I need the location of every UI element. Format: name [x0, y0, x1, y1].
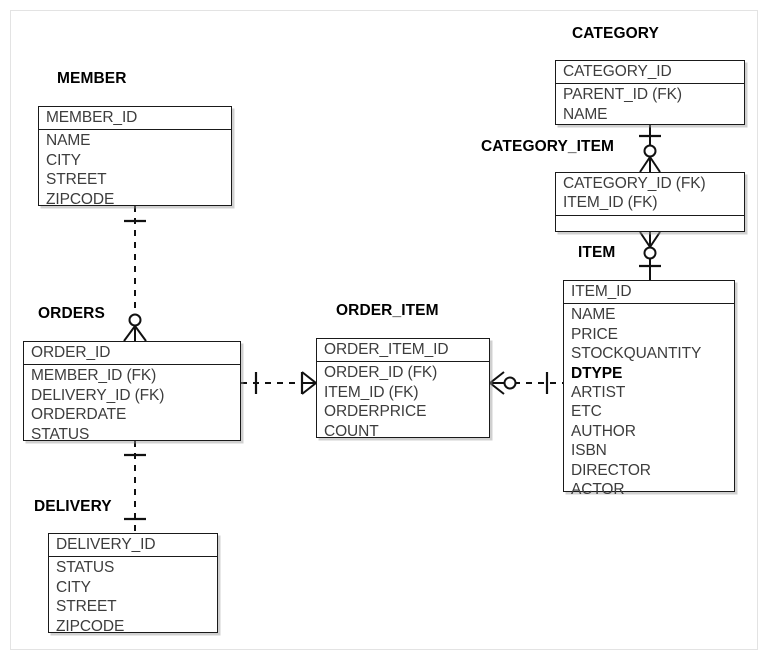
attribute: NAME	[46, 132, 91, 150]
attribute: ITEM_ID (FK)	[324, 383, 419, 401]
attribute: ARTIST	[571, 384, 626, 402]
entity-delivery[interactable]: DELIVERY_ID STATUS CITY STREET ZIPCODE	[48, 533, 218, 635]
attribute-section: NAME PRICE STOCKQUANTITY DTYPE ARTIST ET…	[564, 304, 734, 502]
pk-section: DELIVERY_ID	[49, 534, 217, 558]
pk-section: MEMBER_ID	[39, 107, 231, 131]
attribute-section-empty	[556, 216, 744, 237]
attribute: STREET	[46, 171, 107, 189]
pk-section: ITEM_ID	[564, 281, 734, 305]
connector-orders-delivery	[124, 441, 146, 533]
crowsfoot-many	[489, 371, 505, 395]
attribute: STATUS	[31, 425, 90, 443]
attribute: ORDER_ID (FK)	[324, 364, 438, 382]
entity-title-category-item: CATEGORY_ITEM	[481, 138, 615, 155]
pk-section: ORDER_ID	[24, 342, 240, 366]
attribute-section: STATUS CITY STREET ZIPCODE	[49, 557, 217, 639]
attribute: ACTOR	[571, 481, 625, 499]
attribute: DIRECTOR	[571, 461, 651, 479]
attribute: DELIVERY_ID (FK)	[31, 386, 165, 404]
attribute-pk: MEMBER_ID	[46, 109, 138, 126]
entity-order-item[interactable]: ORDER_ITEM_ID ORDER_ID (FK) ITEM_ID (FK)…	[316, 338, 490, 440]
connector-category-category-item	[639, 125, 661, 173]
empty-attribute-row	[556, 217, 744, 234]
crowsfoot-many	[301, 371, 317, 395]
attribute-section: NAME CITY STREET ZIPCODE	[39, 130, 231, 212]
crowsfoot-many	[123, 325, 147, 342]
attribute-pk: DELIVERY_ID	[56, 536, 156, 553]
entity-category[interactable]: CATEGORY_ID PARENT_ID (FK) NAME	[555, 60, 745, 125]
attribute: STOCKQUANTITY	[571, 345, 702, 363]
attribute: COUNT	[324, 422, 379, 440]
pk-section: ORDER_ITEM_ID	[317, 339, 489, 363]
attribute: NAME	[563, 105, 608, 123]
entity-title-delivery: DELIVERY	[34, 498, 112, 515]
attribute-pk: ORDER_ITEM_ID	[324, 341, 449, 358]
attribute-pk: CATEGORY_ID (FK)	[563, 175, 706, 192]
attribute-section: ORDER_ID (FK) ITEM_ID (FK) ORDERPRICE CO…	[317, 362, 489, 444]
crowsfoot-many	[639, 231, 661, 248]
attribute: CITY	[56, 578, 91, 596]
attribute-pk: ITEM_ID	[571, 283, 632, 300]
attribute-section: PARENT_ID (FK) NAME	[556, 84, 744, 127]
attribute: MEMBER_ID (FK)	[31, 367, 157, 385]
entity-title-orders: ORDERS	[38, 305, 105, 322]
pk-section: CATEGORY_ID (FK) ITEM_ID (FK)	[556, 173, 744, 216]
entity-title-order-item: ORDER_ITEM	[336, 302, 439, 319]
crowsfoot-many	[639, 156, 661, 173]
entity-title-member: MEMBER	[57, 70, 127, 87]
attribute-pk: CATEGORY_ID	[563, 63, 672, 80]
attribute: ISBN	[571, 442, 607, 460]
entity-category-item[interactable]: CATEGORY_ID (FK) ITEM_ID (FK)	[555, 172, 745, 232]
attribute-discriminator: DTYPE	[571, 364, 623, 382]
entity-member[interactable]: MEMBER_ID NAME CITY STREET ZIPCODE	[38, 106, 232, 208]
entity-title-item: ITEM	[578, 244, 616, 261]
attribute: NAME	[571, 306, 616, 324]
entity-orders[interactable]: ORDER_ID MEMBER_ID (FK) DELIVERY_ID (FK)…	[23, 341, 241, 443]
attribute: ZIPCODE	[46, 190, 115, 208]
connector-member-orders	[123, 206, 147, 342]
attribute: ZIPCODE	[56, 617, 125, 635]
attribute-pk: ORDER_ID	[31, 344, 111, 361]
attribute: CITY	[46, 151, 81, 169]
entity-item[interactable]: ITEM_ID NAME PRICE STOCKQUANTITY DTYPE A…	[563, 280, 735, 498]
connector-category-item-item	[639, 231, 661, 280]
attribute-pk: ITEM_ID (FK)	[563, 194, 658, 212]
pk-section: CATEGORY_ID	[556, 61, 744, 85]
cardinality-zero-circle	[643, 144, 657, 158]
attribute: ORDERPRICE	[324, 403, 427, 421]
cardinality-zero-circle	[128, 313, 142, 327]
attribute: PRICE	[571, 325, 618, 343]
attribute: AUTHOR	[571, 422, 636, 440]
cardinality-zero-circle	[503, 376, 517, 390]
attribute: ETC	[571, 403, 602, 421]
connector-order-item-item	[489, 371, 563, 395]
cardinality-zero-circle	[643, 246, 657, 260]
entity-title-category: CATEGORY	[572, 25, 659, 42]
attribute: STREET	[56, 598, 117, 616]
connector-orders-order-item	[241, 371, 317, 395]
attribute: PARENT_ID (FK)	[563, 86, 682, 104]
attribute: STATUS	[56, 559, 115, 577]
attribute: ORDERDATE	[31, 406, 127, 424]
attribute-section: MEMBER_ID (FK) DELIVERY_ID (FK) ORDERDAT…	[24, 365, 240, 447]
